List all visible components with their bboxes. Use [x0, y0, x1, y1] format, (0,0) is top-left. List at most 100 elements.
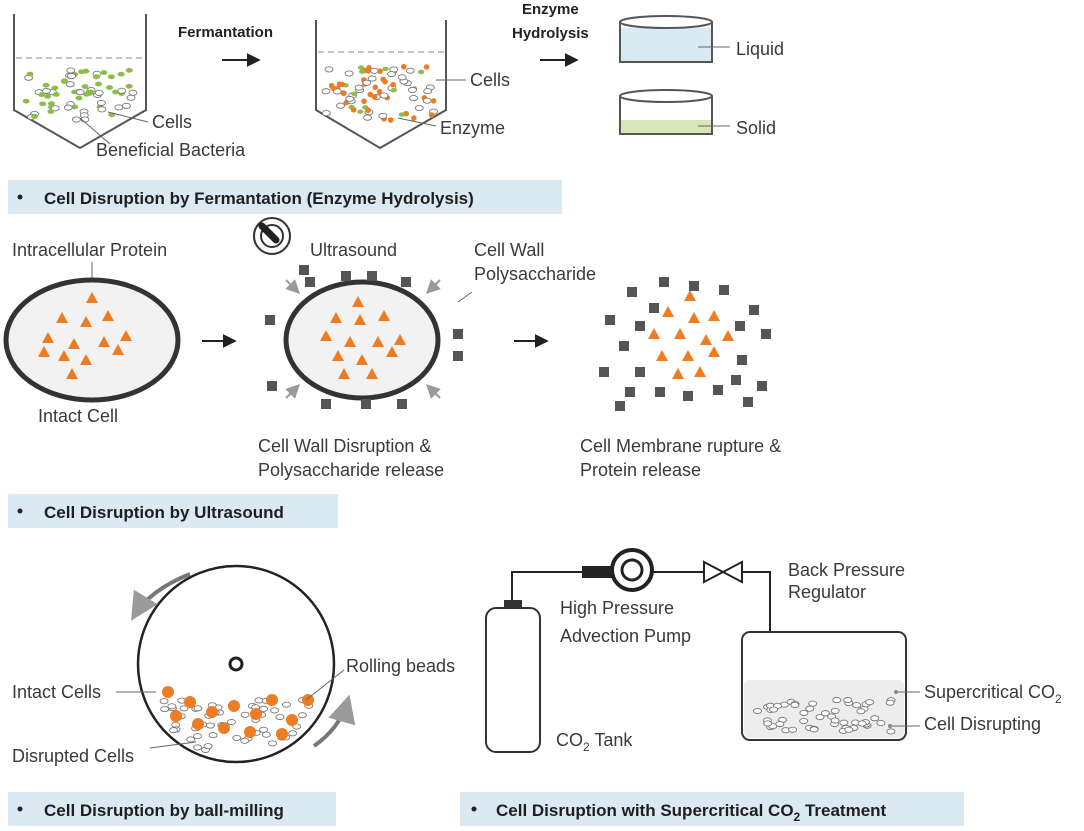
polysaccharide-square — [757, 381, 767, 391]
liquid-label: Liquid — [736, 39, 784, 59]
bead — [192, 718, 204, 730]
cell-particle — [94, 89, 104, 96]
enzyme-particle — [390, 81, 396, 88]
bacteria-particle — [95, 81, 103, 87]
ballmill-section: Rolling beads Intact Cells Disrupted Cel… — [8, 564, 455, 826]
enzyme-particle — [371, 93, 378, 100]
cell-particle — [753, 707, 762, 715]
cell-particle — [414, 105, 424, 112]
bead — [302, 694, 314, 706]
protein-triangle — [352, 296, 364, 307]
bead — [218, 722, 230, 734]
cell-particle — [122, 102, 131, 109]
cell-particle — [799, 709, 809, 716]
protein-triangle — [56, 312, 68, 323]
cell-particle — [422, 97, 432, 104]
intact-cell-label: Intact Cell — [38, 406, 118, 426]
protein-triangle — [672, 368, 684, 379]
cells-label-2: Cells — [470, 70, 510, 90]
rotation-arrow-top — [131, 572, 191, 621]
rolling-beads — [162, 686, 314, 740]
bacteria-particle — [125, 83, 133, 89]
cell-particle — [830, 707, 840, 714]
intact-cell-proteins — [38, 292, 132, 379]
protein-triangle — [42, 332, 54, 343]
cell-particle — [71, 116, 81, 123]
bacteria-particle — [107, 74, 115, 80]
cell-particle — [262, 731, 271, 738]
supercritical-banner — [460, 792, 964, 826]
cell-particle — [775, 721, 785, 728]
enzyme-particle — [400, 63, 407, 70]
back-pressure-valve-icon — [703, 560, 743, 584]
protein-triangle — [722, 330, 734, 341]
cell-particle — [114, 104, 124, 111]
cell-particle — [128, 89, 138, 96]
cell-particle — [159, 698, 169, 705]
bacteria-particle — [117, 71, 125, 77]
fermentation-section: Cells Beneficial Bacteria Fermantation C… — [8, 1, 784, 214]
disruption-label-line1: Cell Wall Disruption & — [258, 436, 431, 456]
polysaccharide-square — [367, 271, 377, 281]
liquid-dish — [619, 15, 730, 63]
cell-particle — [298, 712, 307, 719]
enzyme-particle — [387, 117, 394, 123]
enzyme-particle — [365, 107, 371, 114]
polysaccharide-square — [659, 277, 669, 287]
cell-particle — [345, 95, 355, 102]
pump-icon — [582, 548, 654, 592]
co2-tank-label: CO2 Tank — [556, 730, 633, 754]
bead — [184, 696, 196, 708]
cell-particle — [815, 714, 825, 721]
bacteria-particle — [71, 104, 79, 110]
cell-particle — [870, 715, 880, 722]
enzyme-particle — [377, 68, 383, 75]
protein-triangle — [330, 312, 342, 323]
hydrolysis-arrow-label-line2: Hydrolysis — [512, 25, 589, 42]
disruption-label-line2: Polysaccharide release — [258, 460, 444, 480]
protein-triangle — [366, 368, 378, 379]
bead — [286, 714, 298, 726]
cell-particle — [259, 726, 269, 733]
cell-particle — [362, 79, 372, 86]
cell-particle — [193, 744, 203, 751]
polysaccharide-square — [305, 277, 315, 287]
enzyme-particle — [376, 88, 383, 95]
cell-particle — [240, 737, 250, 744]
bacteria-particle — [112, 89, 120, 95]
cell-particle — [169, 727, 179, 734]
enzyme-particle — [361, 98, 367, 105]
ballmill-banner-text: Cell Disruption by ball-milling — [44, 801, 284, 820]
polysaccharide-square — [749, 305, 759, 315]
protein-triangle — [682, 350, 694, 361]
intact-cells-label: Intact Cells — [12, 682, 101, 702]
vessel-2-particles — [321, 63, 438, 123]
cell-particle — [799, 718, 809, 725]
regulator-label-line1: Back Pressure — [788, 560, 905, 580]
bacteria-particle — [398, 112, 406, 117]
enzyme-particle — [428, 112, 435, 118]
cell-particle — [844, 726, 854, 733]
enzyme-particle — [350, 106, 357, 113]
bacteria-particle — [125, 67, 133, 73]
protein-triangle — [58, 350, 70, 361]
protein-triangle — [662, 306, 674, 317]
polysaccharide-square — [599, 367, 609, 377]
cell-particle — [259, 705, 269, 712]
bacteria-particle — [390, 87, 397, 93]
protein-triangle — [386, 346, 398, 357]
rotation-arrow-right — [312, 694, 356, 748]
cell-particle — [126, 94, 136, 101]
polysaccharide-square — [401, 277, 411, 287]
cell-particle — [226, 718, 236, 726]
ultrasound-icon — [253, 217, 291, 255]
intact-cell — [3, 277, 181, 403]
bacteria-particle — [357, 65, 365, 70]
bacteria-particle — [26, 71, 34, 77]
solid-dish — [619, 89, 730, 135]
protein-triangle — [80, 354, 92, 365]
polysaccharide-square — [627, 287, 637, 297]
fermentation-banner-text: Cell Disruption by Fermantation (Enzyme … — [44, 189, 474, 208]
polysaccharide-square — [735, 321, 745, 331]
